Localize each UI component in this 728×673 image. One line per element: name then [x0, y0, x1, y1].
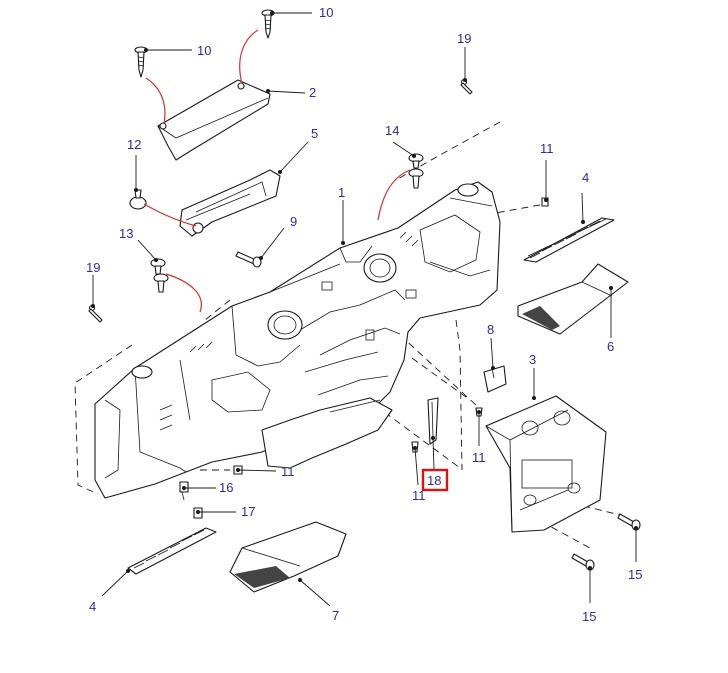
- callout-18: 18: [427, 473, 441, 488]
- clips-13: [150, 258, 169, 293]
- upper-cover-panel: [157, 79, 271, 161]
- screw-19-right: [460, 78, 473, 95]
- callout-7: 7: [332, 608, 339, 623]
- clip-12: [129, 189, 147, 210]
- centre-console-panel: [485, 395, 607, 533]
- vent-grille-left: [127, 527, 217, 575]
- fasteners: [88, 9, 641, 571]
- callout-17: 17: [241, 504, 255, 519]
- dash-panel-main-moulding: [94, 181, 501, 499]
- callout-6: 6: [607, 339, 614, 354]
- storage-tray-6: [517, 263, 629, 335]
- highlight-box-18: [421, 468, 449, 492]
- callout-11-centre: 11: [412, 488, 426, 503]
- callout-12: 12: [127, 137, 141, 152]
- callout-11-centre-right: 11: [472, 450, 486, 465]
- leader-lines: [91, 11, 638, 607]
- callout-10-upper: 10: [319, 5, 333, 20]
- callout-13: 13: [119, 226, 133, 241]
- callout-4-left: 4: [89, 599, 96, 614]
- callout-5: 5: [311, 126, 318, 141]
- screw-15-right: [617, 513, 641, 531]
- callout-16: 16: [219, 480, 233, 495]
- callout-15-right: 15: [628, 567, 642, 582]
- callout-14: 14: [385, 123, 399, 138]
- callout-11-upper-right: 11: [540, 141, 554, 156]
- callout-19-left: 19: [86, 260, 100, 275]
- callout-8: 8: [487, 322, 494, 337]
- screw-10-lower: [134, 46, 148, 78]
- callout-numbers: 1 2 3 4 4 5 6 7 8 9 10 10 11 11 11 11 12…: [86, 5, 642, 624]
- vent-grille-right: [523, 217, 615, 263]
- trim-strip-18: [427, 397, 439, 445]
- screw-9: [235, 251, 262, 268]
- callout-4-right: 4: [582, 170, 589, 185]
- storage-tray-7: [229, 521, 347, 593]
- callout-10-lower: 10: [197, 43, 211, 58]
- callout-19-right: 19: [457, 31, 471, 46]
- fixing-16: [179, 481, 189, 501]
- screw-19-left: [88, 304, 103, 323]
- callout-9: 9: [290, 214, 297, 229]
- callout-1: 1: [338, 185, 345, 200]
- fixing-links: [143, 29, 411, 313]
- callout-2: 2: [309, 85, 316, 100]
- callout-3: 3: [529, 352, 536, 367]
- grab-handle: [179, 169, 281, 237]
- clips-14: [408, 153, 424, 189]
- callout-11-lower-left: 11: [281, 464, 295, 479]
- callout-15-lower: 15: [582, 609, 596, 624]
- bracket-8: [483, 365, 507, 393]
